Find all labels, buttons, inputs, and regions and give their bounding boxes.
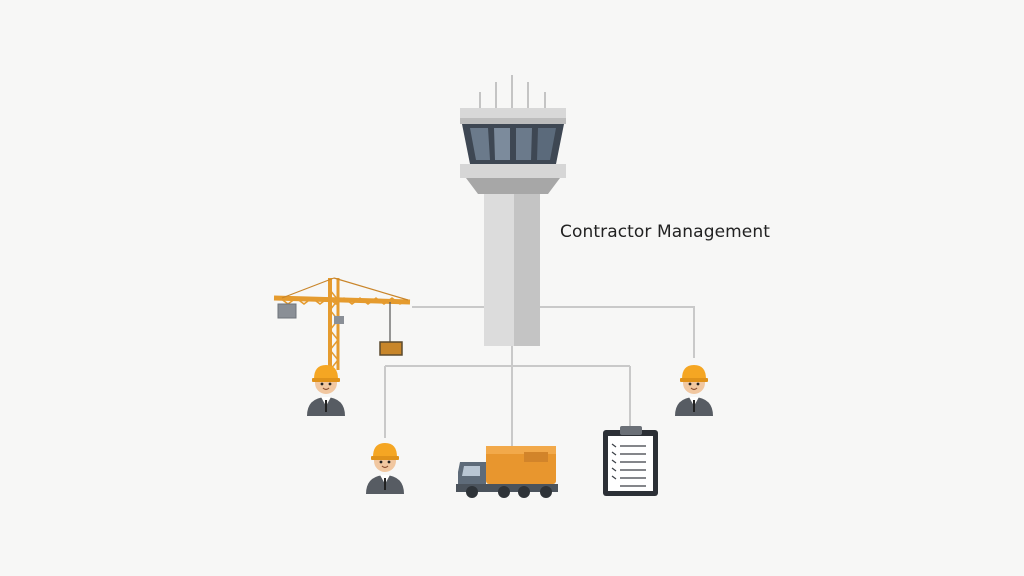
- diagram-title: Contractor Management: [560, 222, 771, 242]
- worker-hardhat-icon: [675, 365, 713, 416]
- tower-crane-icon: [273, 277, 411, 371]
- control-tower-icon: [460, 75, 566, 346]
- connector-right-worker: [540, 306, 695, 358]
- worker-hardhat-icon: [366, 443, 404, 494]
- connector-lines: [384, 306, 695, 446]
- truck-icon: [456, 446, 558, 498]
- worker-hardhat-icon: [307, 365, 345, 416]
- clipboard-checklist-icon: [603, 426, 658, 496]
